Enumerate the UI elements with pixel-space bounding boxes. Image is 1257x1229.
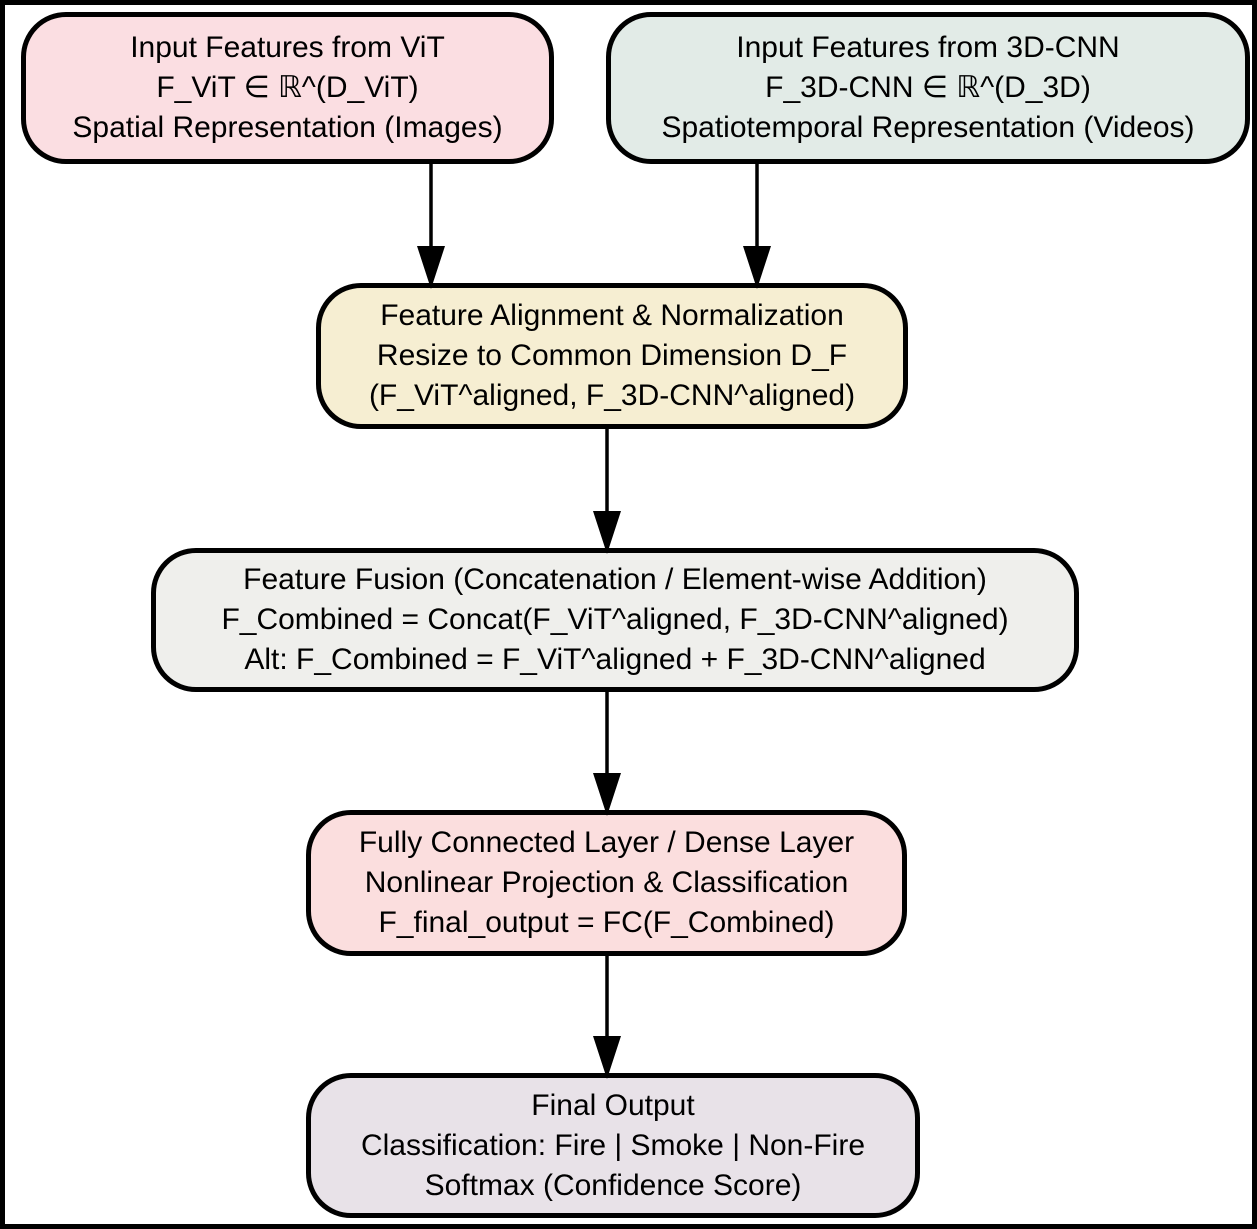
- node-3dcnn-input-line-3: Spatiotemporal Representation (Videos): [661, 111, 1195, 144]
- arrow-3dcnn-to-alignment-icon: [743, 161, 771, 289]
- node-final-output-line-3: Softmax (Confidence Score): [424, 1168, 802, 1202]
- node-feature-alignment: Feature Alignment & Normalization Resize…: [316, 283, 908, 429]
- node-feature-alignment-line-1: Feature Alignment & Normalization: [380, 299, 844, 332]
- node-feature-alignment-line-3: (F_ViT^aligned, F_3D-CNN^aligned): [368, 379, 856, 412]
- arrow-fusion-to-fc-icon: [593, 688, 621, 816]
- node-vit-input-line-2: F_ViT ∈ ℝ^(D_ViT): [156, 71, 419, 104]
- node-3dcnn-input: Input Features from 3D-CNN F_3D-CNN ∈ ℝ^…: [606, 12, 1250, 164]
- node-fully-connected: Fully Connected Layer / Dense Layer Nonl…: [306, 810, 907, 956]
- node-feature-fusion: Feature Fusion (Concatenation / Element-…: [151, 548, 1079, 692]
- node-final-output-line-1: Final Output: [531, 1088, 695, 1122]
- node-feature-alignment-line-2: Resize to Common Dimension D_F: [376, 339, 848, 372]
- arrow-vit-to-alignment-icon: [417, 161, 445, 289]
- node-vit-input-line-1: Input Features from ViT: [130, 31, 445, 64]
- node-vit-input: Input Features from ViT F_ViT ∈ ℝ^(D_ViT…: [21, 12, 554, 164]
- node-fully-connected-line-2: Nonlinear Projection & Classification: [364, 866, 849, 899]
- node-final-output: Final Output Classification: Fire | Smok…: [306, 1073, 920, 1218]
- node-3dcnn-input-line-1: Input Features from 3D-CNN: [736, 31, 1120, 64]
- node-fully-connected-line-3: F_final_output = FC(F_Combined): [378, 906, 835, 939]
- node-3dcnn-input-line-2: F_3D-CNN ∈ ℝ^(D_3D): [765, 71, 1091, 104]
- node-feature-fusion-line-2: F_Combined = Concat(F_ViT^aligned, F_3D-…: [221, 603, 1009, 636]
- node-feature-fusion-line-3: Alt: F_Combined = F_ViT^aligned + F_3D-C…: [244, 643, 986, 676]
- node-fully-connected-line-1: Fully Connected Layer / Dense Layer: [358, 826, 855, 859]
- node-feature-fusion-line-1: Feature Fusion (Concatenation / Element-…: [243, 563, 987, 596]
- node-final-output-line-2: Classification: Fire | Smoke | Non-Fire: [360, 1128, 866, 1162]
- arrow-alignment-to-fusion-icon: [593, 425, 621, 554]
- arrow-fc-to-output-icon: [593, 952, 621, 1079]
- node-vit-input-line-3: Spatial Representation (Images): [72, 111, 503, 144]
